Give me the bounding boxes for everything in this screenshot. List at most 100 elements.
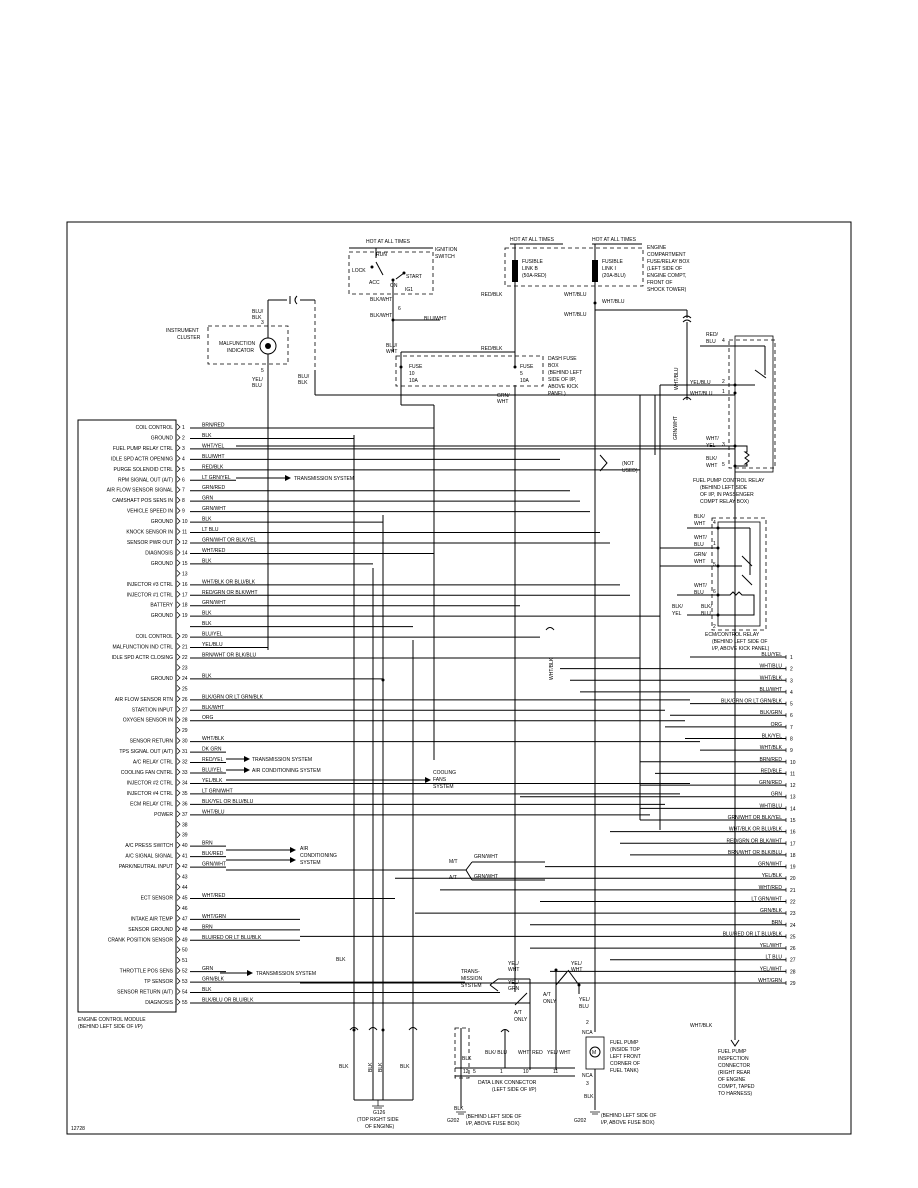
right-connector-pin: 21	[790, 888, 796, 894]
svg-text:WHT/ RED: WHT/ RED	[518, 1050, 543, 1056]
svg-text:SYSTEM: SYSTEM	[300, 860, 321, 866]
svg-text:(NOT: (NOT	[622, 461, 634, 467]
ecm-pin-wire-color: WHT/BLK OR BLU/BLK	[202, 579, 256, 585]
svg-text:SWITCH: SWITCH	[435, 254, 455, 260]
svg-text:GRN: GRN	[508, 986, 520, 992]
right-connector-pin: 27	[790, 958, 796, 964]
ecm-pin-label: SENSOR RETURN	[130, 739, 174, 745]
svg-text:SYSTEM: SYSTEM	[433, 784, 454, 790]
ecm-pin-bracket	[176, 852, 181, 859]
right-connector-pin: 13	[790, 795, 796, 801]
ecm-pin-bracket	[176, 747, 181, 755]
svg-text:BLK: BLK	[378, 1062, 384, 1072]
svg-text:LOCK: LOCK	[352, 268, 366, 274]
svg-text:HOT AT ALL TIMES: HOT AT ALL TIMES	[592, 237, 637, 243]
svg-text:INSPECTION: INSPECTION	[718, 1056, 749, 1062]
ecm-pin-bracket	[176, 956, 181, 964]
svg-text:ABOVE KICK: ABOVE KICK	[548, 384, 579, 390]
ecm-pin-wire-color: YEL/BLK	[202, 778, 223, 784]
right-connector-pin: 19	[790, 865, 796, 871]
svg-text:YEL/: YEL/	[252, 377, 263, 383]
ecm-pin-bracket	[176, 810, 181, 818]
svg-text:BLU: BLU	[701, 611, 711, 617]
ecm-pin-number: 43	[182, 875, 188, 881]
right-connector-wire-color: LT GRN/WHT	[751, 897, 782, 903]
right-connector-pin: 20	[790, 876, 796, 882]
ecm-pin-label: TPS SIGNAL OUT (A/T)	[119, 749, 173, 755]
ecm-pin-number: 30	[182, 739, 188, 745]
ecm-pin-number: 20	[182, 634, 188, 640]
svg-text:(BEHIND LEFT SIDE OF: (BEHIND LEFT SIDE OF	[601, 1113, 656, 1119]
svg-text:WHT/BLU: WHT/BLU	[674, 367, 680, 390]
svg-text:2: 2	[586, 1020, 589, 1026]
ecm-pin-wire-color: RED/BLK	[202, 464, 224, 470]
svg-text:COMPT, TAPED: COMPT, TAPED	[718, 1084, 755, 1090]
ecm-pin-label: CAMSHAFT POS SENS IN	[112, 498, 173, 504]
svg-text:FUSIBLE: FUSIBLE	[602, 259, 624, 265]
ecm-pin-bracket	[176, 434, 181, 441]
right-connector-pin: 12	[790, 783, 796, 789]
ecm-pin-number: 52	[182, 969, 188, 975]
ecm-pin-wire-color: LT BLU	[202, 527, 219, 533]
right-connector-pin: 25	[790, 934, 796, 940]
svg-text:OF ENGINE): OF ENGINE)	[365, 1124, 395, 1130]
ecm-pin-bracket	[176, 601, 181, 608]
ecm-pin-wire-color: BLK	[202, 621, 212, 627]
ecm-pin-bracket	[176, 936, 181, 943]
svg-text:OF I/P, IN PASSENGER: OF I/P, IN PASSENGER	[700, 492, 754, 498]
svg-text:BLK: BLK	[584, 1094, 594, 1100]
svg-text:FUSE/RELAY BOX: FUSE/RELAY BOX	[647, 259, 690, 265]
ecm-pin-bracket	[176, 831, 181, 838]
right-connector-wire-color: BLU/YEL	[761, 652, 782, 658]
svg-text:ONLY: ONLY	[514, 1017, 528, 1023]
right-connector-pin: 28	[790, 969, 796, 975]
ecm-pin-label: A/C SIGNAL SIGNAL	[125, 854, 173, 860]
svg-text:BLK: BLK	[298, 380, 308, 386]
data-link-connector: BLK BLK/ BLU WHT/ RED YEL/ WHT 12 5 1 10…	[447, 1027, 575, 1127]
right-connector-pin: 29	[790, 981, 796, 987]
svg-text:BLU: BLU	[706, 339, 716, 345]
ecm-pin-bracket	[176, 570, 181, 577]
ecm-pin-bracket	[176, 883, 181, 891]
svg-text:HOT AT ALL TIMES: HOT AT ALL TIMES	[366, 239, 411, 245]
ecm-pin-label: INTAKE AIR TEMP	[131, 916, 174, 922]
svg-text:RUN: RUN	[376, 252, 387, 258]
svg-text:INDICATOR: INDICATOR	[227, 348, 254, 354]
svg-text:BLU/: BLU/	[252, 309, 264, 315]
right-connector-wire-color: BLU/WHT	[760, 687, 783, 693]
svg-text:SIDE OF I/P,: SIDE OF I/P,	[548, 377, 576, 383]
right-connector-wire-color: YEL/WHT	[760, 966, 782, 972]
ecm-pin-label: INJECTOR #2 CTRL	[127, 780, 174, 786]
ignition-switch: HOT AT ALL TIMES IGNITION SWITCH RUN LOC…	[348, 239, 458, 352]
ecm-pin-wire-color: WHT/RED	[202, 548, 226, 554]
ecm-pin-bracket	[176, 821, 181, 828]
ecm-pin-bracket	[176, 726, 181, 734]
svg-text:(50A-RED): (50A-RED)	[522, 273, 547, 279]
svg-text:BLK: BLK	[252, 315, 262, 321]
svg-text:(BEHIND LEFT SIDE OF: (BEHIND LEFT SIDE OF	[712, 639, 767, 645]
ecm-pin-bracket	[176, 486, 181, 493]
ecm-pin-number: 24	[182, 676, 188, 682]
svg-text:FUSE: FUSE	[520, 364, 534, 370]
ecm-pin-label: COOLING FAN CNTRL	[121, 770, 173, 776]
ecm-pin-label: ECT SENSOR	[141, 895, 174, 901]
svg-text:(LEFT SIDE OF I/P): (LEFT SIDE OF I/P)	[492, 1087, 537, 1093]
ecm-pin-number: 10	[182, 519, 188, 525]
svg-text:TO HARNESS): TO HARNESS)	[718, 1091, 752, 1097]
ecm-pin-label: AIR FLOW SENSOR SIGNAL	[107, 488, 174, 494]
svg-text:(INSIDE TOP: (INSIDE TOP	[610, 1047, 640, 1053]
ecm-pin-number: 41	[182, 854, 188, 860]
ecm-pin-label: CRANK POSITION SENSOR	[108, 937, 174, 943]
ecm-pin-number: 54	[182, 990, 188, 996]
ecm-pin-bracket	[176, 873, 181, 880]
ecm-pin-bracket	[176, 507, 181, 514]
svg-text:BLK: BLK	[454, 1106, 464, 1112]
svg-text:BLU: BLU	[579, 1004, 589, 1010]
right-connector-wire-color: BRN	[771, 920, 782, 926]
vertical-wire-labels: GRN/WHT WHT/BLK WHT/BLU	[545, 367, 692, 830]
svg-text:(20A-BLU): (20A-BLU)	[602, 273, 626, 279]
ecm-pin-number: 26	[182, 697, 188, 703]
ecm-pin-label: VEHICLE SPEED IN	[127, 509, 174, 515]
ecm-pin-bracket	[176, 904, 181, 912]
